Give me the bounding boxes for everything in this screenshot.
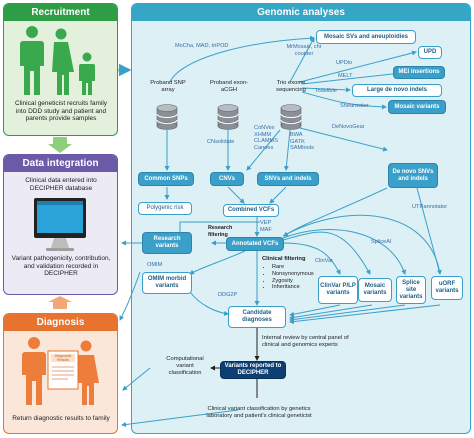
recruitment-to-integration-arrow xyxy=(48,137,72,153)
updio-annotation: UPDio xyxy=(336,60,353,66)
omim-morbid-box: OMIM morbid variants xyxy=(142,272,192,294)
melt-annotation: MELT xyxy=(338,73,353,79)
snvs-indels-box: SNVs and indels xyxy=(257,172,319,186)
genomic-analyses-title: Genomic analyses xyxy=(132,4,470,21)
clinical-filtering-annotation: Clinical filtering xyxy=(262,256,306,262)
denovo-snvs-box: De novo SNVs and indels xyxy=(388,163,438,188)
align-tools-annotation: BWA GATK SAMtools xyxy=(290,132,314,152)
upd-box: UPD xyxy=(418,46,442,59)
variants-reported-box: Variants reported to DECIPHER xyxy=(220,361,286,379)
exon-database-icon xyxy=(217,104,239,130)
mosaic-variants-top-box: Mosaic variants xyxy=(388,100,446,114)
cnsolidate-annotation: CNsolidate xyxy=(207,139,235,145)
candidate-diagnoses-box: Candidate diagnoses xyxy=(228,306,286,328)
clinical-classification-annotation: Clinical variant classification by genet… xyxy=(206,406,312,419)
data-integration-title: Data integration xyxy=(4,155,117,172)
filter-item: Inheritance xyxy=(272,284,314,291)
trio-source-label: Trio exome sequencing xyxy=(276,80,306,93)
diagnosis-to-integration-arrow xyxy=(48,296,72,309)
clinvar-plp-box: ClinVar P/LP variants xyxy=(318,276,358,304)
data-integration-text-bottom: Variant pathogenicity, contribution, and… xyxy=(11,255,111,278)
filter-item: Rare xyxy=(272,264,314,271)
snp-database-icon xyxy=(156,104,178,130)
filter-item: Zygosity xyxy=(272,278,314,285)
snp-source-label: Proband SNP array xyxy=(150,80,186,93)
utrannotator-annotation: UTRannotator xyxy=(412,204,448,210)
clinvar-annotation: ClinVar xyxy=(315,258,333,264)
denovogear-annotation: DeNovoGear xyxy=(332,124,365,130)
recruitment-title: Recruitment xyxy=(4,4,117,21)
ddg2p-annotation: DDG2P xyxy=(218,292,238,298)
mosaic-svs-box: Mosaic SVs and aneuploidies xyxy=(316,30,416,44)
diagnosis-panel: Diagnosis Diagnostic Results Return diag… xyxy=(3,313,118,434)
diagnosis-text: Return diagnostic results to family xyxy=(12,415,110,422)
recruitment-panel: Recruitment Clinical geneticist recruits… xyxy=(3,3,118,136)
omim-annotation: OMIM xyxy=(147,262,163,268)
large-indels-box: Large de novo indels xyxy=(352,84,442,97)
common-snps-box: Common SNPs xyxy=(138,172,194,186)
polygenic-risk-box: Polygenic risk xyxy=(138,202,192,215)
cnvs-box: CNVs xyxy=(210,172,244,186)
diagnosis-title: Diagnosis xyxy=(4,314,117,331)
doctor-patient-icon xyxy=(22,337,99,405)
splice-site-box: Splice site variants xyxy=(396,276,426,304)
computational-classification-annotation: Computational variant classification xyxy=(166,356,204,376)
cnv-tools-annotation: CoNVex XHMM CLAMMS Canoes xyxy=(254,125,278,151)
clinical-filters-list: Rare Nonsynonymous Zygosity Inheritance xyxy=(264,264,314,291)
annotated-vcfs-box: Annotated VCFs xyxy=(226,237,284,251)
vep-maf-annotation: VEP MAF xyxy=(260,220,272,233)
exon-source-label: Proband exon-aCGH xyxy=(209,80,249,93)
research-filtering-annotation: Research filtering xyxy=(208,225,233,238)
research-variants-box: Research variants xyxy=(142,232,192,254)
diagnostic-results-label: Diagnostic Results xyxy=(54,354,72,362)
uorf-box: uORF variants xyxy=(431,276,463,300)
recruitment-text: Clinical geneticist recruits family into… xyxy=(14,100,108,123)
shearwater-annotation: Shearwater xyxy=(340,103,369,109)
trio-database-icon xyxy=(280,104,302,130)
mei-insertions-box: MEI insertions xyxy=(393,66,445,79)
data-integration-panel: Data integration Clinical data entered i… xyxy=(3,154,118,295)
filter-item: Nonsynonymous xyxy=(272,271,314,278)
computer-monitor-icon xyxy=(34,198,86,251)
combined-vcfs-box: Combined VCFs xyxy=(223,204,279,217)
family-icon xyxy=(20,26,95,95)
data-integration-text-top: Clinical data entered into DECIPHER data… xyxy=(25,177,97,192)
indelible-annotation: Indelible xyxy=(316,88,337,94)
spliceai-annotation: SpliceAI xyxy=(371,239,392,245)
mosaic-variants-bottom-box: Mosaic variants xyxy=(358,278,392,302)
internal-review-annotation: Internal review by central panel of clin… xyxy=(262,335,349,348)
mrmosaic-annotation: MrMosaic, chr counter xyxy=(286,44,322,57)
mocha-annotation: MoCha, MAD, triPOD xyxy=(175,43,229,49)
